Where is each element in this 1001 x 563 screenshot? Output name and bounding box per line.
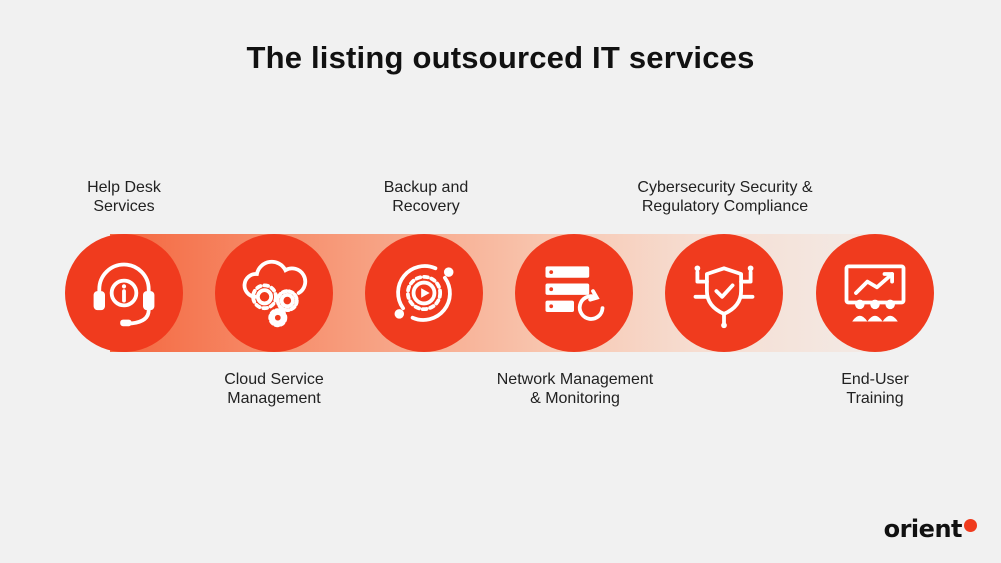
page-title: The listing outsourced IT services xyxy=(246,40,755,75)
training-board-icon xyxy=(844,264,906,322)
service-node-network-management xyxy=(515,234,633,352)
cloud-gears-icon xyxy=(242,259,308,328)
headset-icon xyxy=(93,262,155,327)
label-backup-recovery: Backup and Recovery xyxy=(383,179,469,215)
service-node-help-desk xyxy=(65,234,183,352)
label-cybersecurity: Cybersecurity Security & Regulatory Comp… xyxy=(637,179,813,215)
label-network-management: Network Management & Monitoring xyxy=(496,371,654,407)
label-help-desk: Help Desk Services xyxy=(87,179,161,215)
service-node-backup-recovery xyxy=(365,234,483,352)
backup-cycle-icon xyxy=(394,264,454,322)
service-node-end-user-training xyxy=(816,234,934,352)
brand-name: orient xyxy=(883,515,963,543)
label-end-user-training: End-User Training xyxy=(841,371,909,407)
brand-logo: orient xyxy=(884,515,977,543)
service-node-cybersecurity xyxy=(665,234,783,352)
service-node-cloud-service xyxy=(215,234,333,352)
shield-check-icon xyxy=(693,265,755,329)
brand-dot-icon xyxy=(964,519,977,532)
server-refresh-icon xyxy=(545,266,605,321)
label-cloud-service: Cloud Service Management xyxy=(224,371,324,407)
